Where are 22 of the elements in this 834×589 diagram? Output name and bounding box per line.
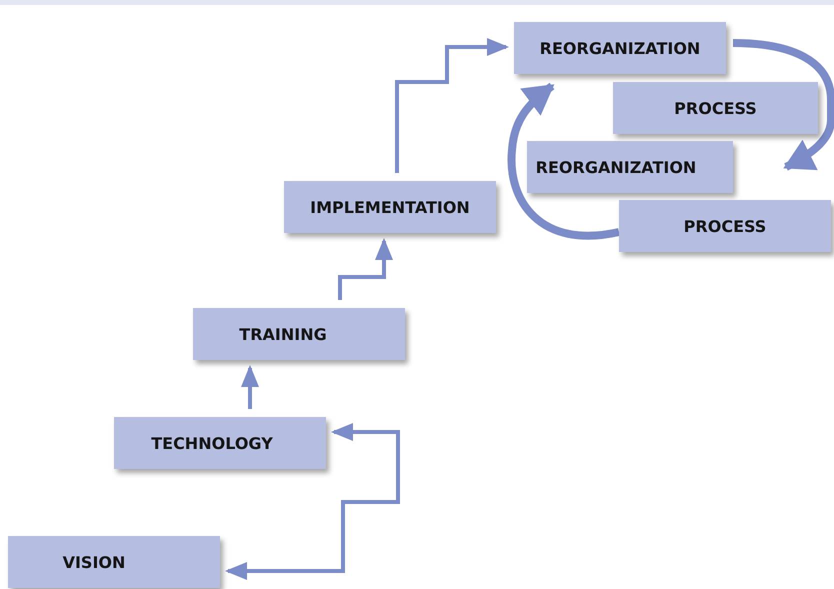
arrow <box>508 82 620 240</box>
process-box <box>613 82 818 134</box>
box-label: REORGANIZATION <box>536 158 696 176</box>
arrow <box>338 238 393 300</box>
process-box <box>284 181 496 233</box>
box-label: PROCESS <box>684 216 766 236</box>
box-label: TECHNOLOGY <box>151 434 273 452</box>
box-label: IMPLEMENTATION <box>310 198 470 216</box>
arrow <box>395 38 509 173</box>
arrow <box>225 423 400 580</box>
box-label: REORGANIZATION <box>540 38 700 58</box>
process-box <box>619 200 831 252</box>
box-label: PROCESS <box>674 98 757 118</box>
box-label: TRAINING <box>239 324 327 344</box>
process-box <box>514 22 726 74</box>
arrow <box>241 365 259 409</box>
process-box <box>193 308 405 360</box>
box-label: VISION <box>62 552 126 572</box>
process-box <box>8 536 220 588</box>
process-box <box>114 417 326 469</box>
arrow <box>732 39 834 171</box>
process-box <box>527 141 733 193</box>
